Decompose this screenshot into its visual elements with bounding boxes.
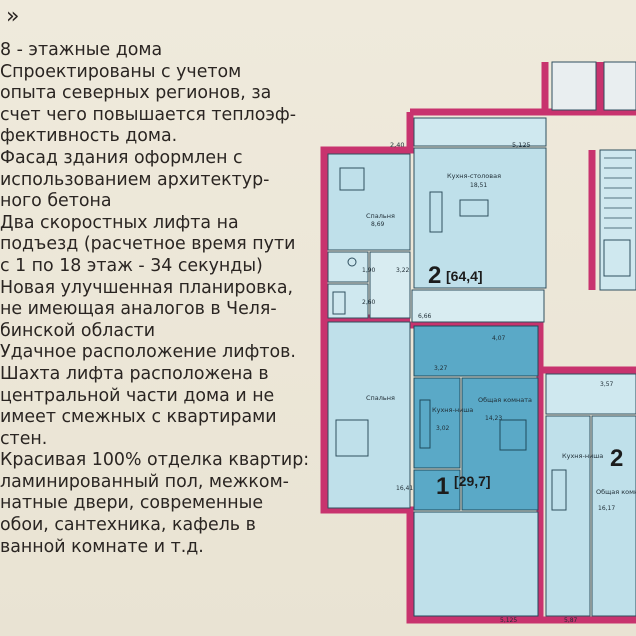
description-line: ванной комнате и т.д. — [0, 536, 204, 557]
description-line: натные двери, современные — [0, 493, 264, 514]
description-line: счет чего повышается теплоэф- — [0, 104, 297, 125]
description-line: Два скоростных лифта на — [0, 212, 239, 233]
next-arrow[interactable]: » — [6, 4, 21, 29]
label-r-common-area: 16,17 — [598, 505, 615, 512]
description-line: стен. — [0, 428, 48, 449]
description-line: с 1 по 18 этаж - 34 секунды) — [0, 255, 263, 276]
label-hall-322: 3,22 — [396, 267, 410, 274]
label-bedroom2-area: 16,41 — [396, 485, 413, 492]
apt1-area: [29,7] — [454, 473, 491, 489]
description-line: центральной части дома и не — [0, 385, 275, 406]
label-r-common: Общая комнат — [596, 488, 636, 496]
description-line: Шахта лифта расположена в — [0, 363, 269, 384]
label-r-kitchen-niche: Кухня-ниша — [562, 452, 603, 460]
description-line: Спроектированы с учетом — [0, 61, 242, 82]
label-bedroom1: Спальня — [366, 212, 395, 220]
label-common-room: Общая комната — [478, 396, 532, 404]
description-line: имеет смежных с квартирами — [0, 407, 277, 428]
description-line: Фасад здания оформлен с — [0, 147, 243, 168]
description-line: опыта северных регионов, за — [0, 83, 272, 104]
stairwell — [551, 61, 636, 291]
label-common-room-area: 14,23 — [485, 415, 502, 422]
label-bedroom2: Спальня — [366, 394, 395, 402]
label-hall-190: 1,90 — [362, 267, 376, 274]
floor-plan: 2,40 5,125 Кухня-столовая 18,51 Спальня … — [320, 61, 636, 624]
description-line: обои, сантехника, кафель в — [0, 515, 256, 536]
label-hall-327: 3,27 — [434, 365, 448, 372]
description-line: ного бетона — [0, 191, 112, 212]
description-line: Удачное расположение лифтов. — [0, 342, 296, 363]
label-kitchen-niche-area: 3,02 — [436, 425, 450, 432]
label-r-587: 5,87 — [564, 617, 578, 624]
apartment-1 — [413, 325, 539, 617]
description-line: фективность дома. — [0, 126, 178, 147]
description-line: 8 - этажные дома — [0, 40, 163, 60]
description-line: Красивая 100% отделка квартир: — [0, 450, 310, 471]
label-hall-407: 4,07 — [492, 335, 506, 342]
label-balcony-bottom: 5,125 — [500, 617, 517, 624]
label-r-357: 3,57 — [600, 381, 614, 388]
description-line: ламинированный пол, межком- — [0, 471, 289, 492]
apartment-right — [545, 373, 636, 617]
description-line: использованием архитектур- — [0, 169, 270, 190]
description-line: не имеющая аналогов в Челя- — [0, 299, 277, 320]
label-kitchen-dining: Кухня-столовая — [447, 172, 501, 180]
label-hall-666: 6,66 — [418, 313, 432, 320]
label-kitchen-dining-area: 18,51 — [470, 182, 487, 189]
apt1-rooms: 1 — [436, 473, 449, 500]
apt2-rooms: 2 — [428, 262, 441, 289]
label-bedroom1-area: 8,69 — [371, 221, 385, 228]
label-balcony-top-left: 2,40 — [390, 141, 404, 149]
label-balcony-top-right: 5,125 — [512, 141, 531, 149]
description-line: подъезд (расчетное время пути — [0, 234, 296, 255]
label-hall-260: 2,60 — [362, 299, 376, 306]
apartment-2 — [327, 117, 547, 509]
description-line: Новая улучшенная планировка, — [0, 277, 294, 298]
label-kitchen-niche: Кухня-ниша — [432, 406, 473, 414]
description-line: бинской области — [0, 320, 156, 341]
apt-right-rooms: 2 — [610, 445, 623, 472]
apt2-area: [64,4] — [446, 268, 483, 284]
description-text: 8 - этажные дома Спроектированы с учетом… — [0, 40, 330, 558]
